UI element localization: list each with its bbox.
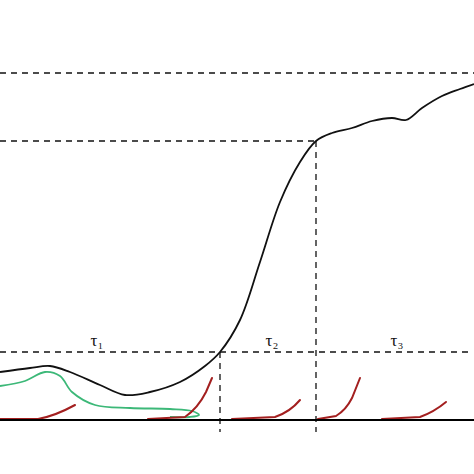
red-sketch <box>382 402 446 419</box>
green-curve <box>0 372 199 417</box>
dashed-level <box>0 140 316 141</box>
period-label: τ₂ <box>266 332 279 349</box>
black-curve <box>0 84 474 395</box>
red-sketch <box>232 400 300 419</box>
period-label: τ₃ <box>391 332 404 349</box>
baseline <box>0 419 474 421</box>
dashed-level <box>0 72 474 73</box>
period-label: τ₁ <box>91 332 104 349</box>
red-sketch <box>318 378 360 419</box>
dashed-level <box>0 351 470 352</box>
dashed-divider <box>315 141 316 432</box>
red-sketch <box>0 405 75 419</box>
red-sketch <box>148 378 212 419</box>
